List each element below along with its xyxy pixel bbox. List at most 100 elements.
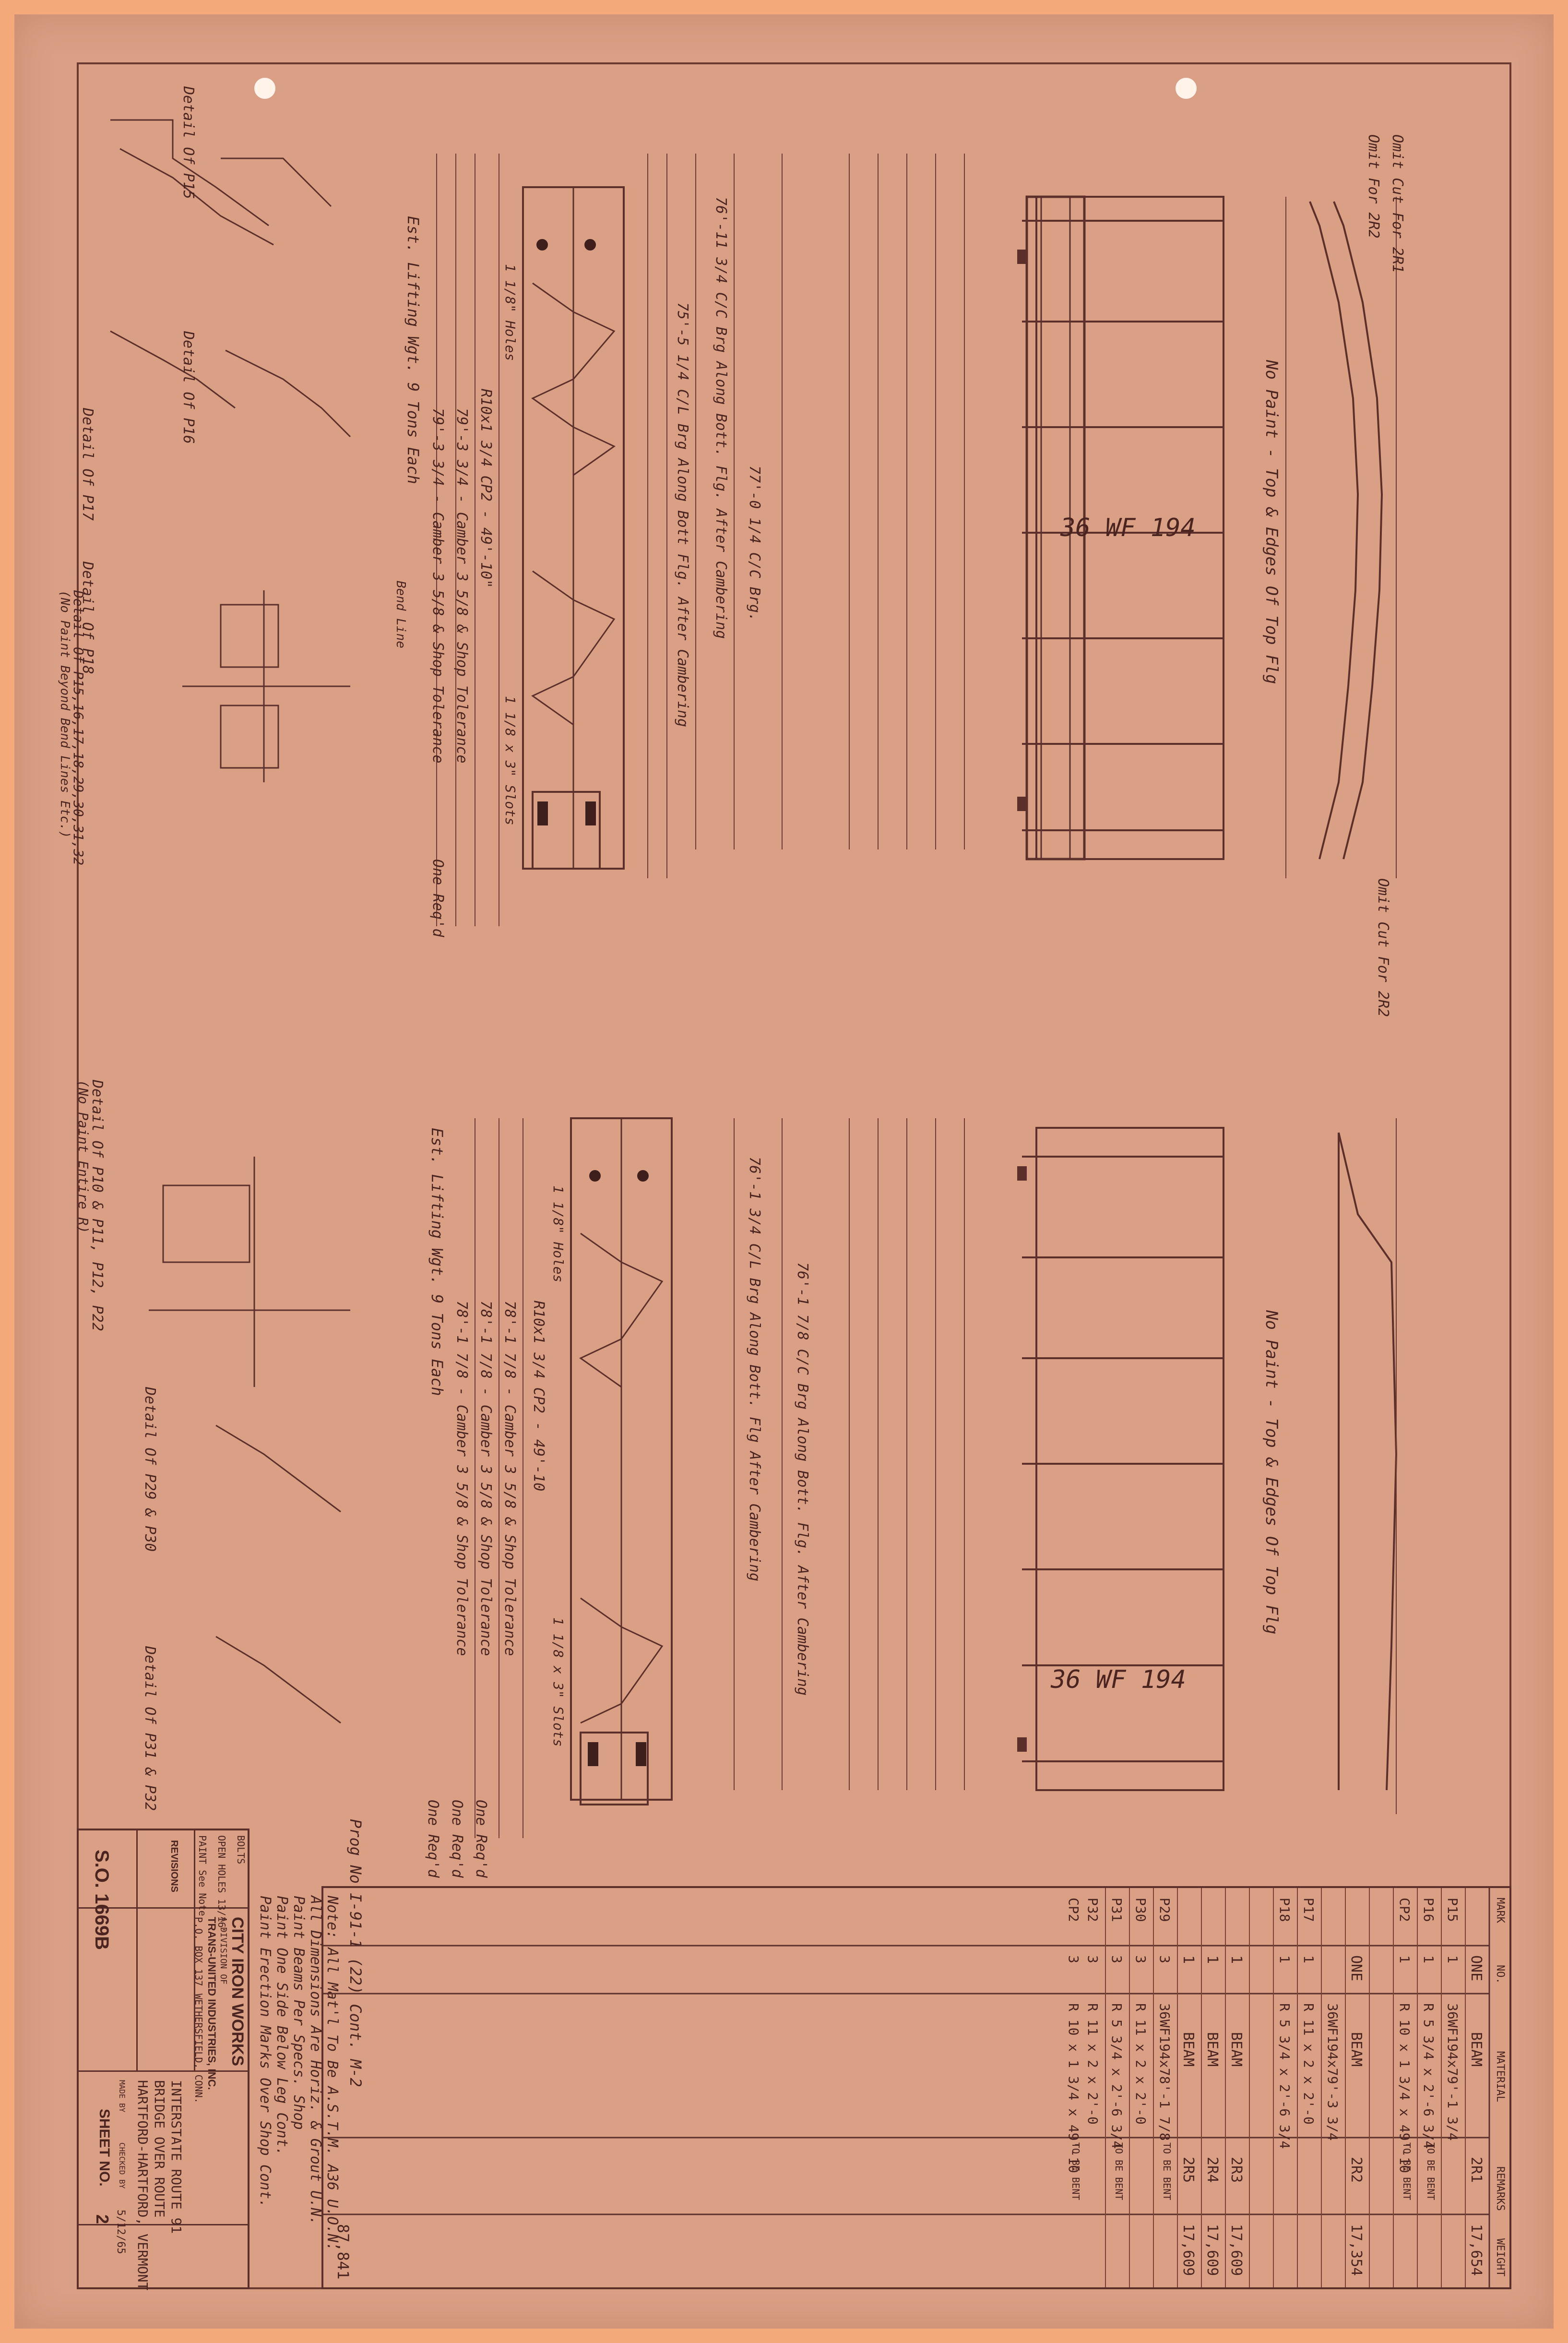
lower-paint-note: No Paint - Top & Edges Of Top Flg [1262,1310,1281,1635]
bom-row-16-no: 3 [1066,1955,1081,1963]
bom-row-14-no: 3 [1109,1955,1125,1963]
bom-row-6-material: 36WF194x79'-3 3/4 [1325,2003,1341,2141]
girder-drawing [110,119,1398,1838]
bom-row-11-no: 1 [1180,1955,1197,1964]
note-3: Paint Beams Per Specs. Shop [290,1896,307,2130]
paint-label: PAINT See Note [197,1835,208,1916]
upper-est-lift: Est. Lifting Wgt. 9 Tons Each [404,216,422,484]
bom-row-13-mark: P30 [1133,1898,1149,1922]
lower-bearing-note-2: 76'-1 3/4 C/L Brg Along Bott. Flg After … [746,1157,763,1582]
bom-row-10-weight: 17,609 [1204,2224,1221,2276]
punch-hole [1176,78,1197,99]
bom-row-15-no: 3 [1085,1955,1101,1963]
lower-one-reqd-2: One Req'd [449,1800,465,1878]
note-5: Paint Erection Marks Over Shop Cont. [257,1896,273,2208]
upper-camber-note-2: 79'-3 3/4 - Camber 3 5/8 & Shop Toleranc… [429,408,446,764]
bom-row-5-remarks: 2R2 [1348,2157,1365,2183]
upper-bearing-lower: 75'-5 1/4 C/L Brg Along Bott Flg. After … [674,302,691,728]
detail-p17: Detail Of P17 [79,408,96,521]
bom-row-7-no: 1 [1301,1955,1317,1963]
detail-no-paint: (No Paint Entire R) [75,1080,91,1234]
open-holes-label: OPEN HOLES 13/16" [216,1835,227,1934]
bom-total-weight: 87,841 [334,2224,352,2280]
bom-row-8-material: R 5 3/4 x 2'-6 3/4 [1277,2003,1293,2149]
bom-row-3-remarks: TO BE BENT [1425,2142,1437,2200]
lower-bearing-note: 76'-1 7/8 C/C Brg Along Bott. Flg. After… [794,1262,811,1696]
lower-slots: 1 1/8 x 3" Slots [550,1617,566,1747]
upper-one-reqd: One Req'd [429,859,446,937]
detail-r-bracket: (No Paint Beyond Bend Lines Etc.) [58,590,72,838]
bom-header-material: MATERIAL [1494,2051,1506,2102]
made-by-label: MADE BY [118,2080,127,2113]
title-block: CITY IRON WORKS A DIVISION OF TRANS-UNIT… [77,1829,249,2290]
bom-row-12-mark: P29 [1157,1898,1173,1922]
detail-p31-p32: Detail Of P31 & P32 [142,1646,158,1811]
bom-header-mark: MARK [1494,1898,1506,1923]
bom-row-1-remarks: 2R1 [1468,2157,1485,2183]
lower-camber-note-3: 78'-1 7/8 - Camber 3 5/8 & Shop Toleranc… [453,1301,470,1656]
detail-sketches [110,119,351,1724]
lower-one-reqd-3: One Req'd [425,1800,441,1878]
bom-row-4-no: 1 [1397,1955,1413,1963]
upper-omit-note: Omit Cut For 2R1 [1389,134,1406,273]
bom-row-8-no: 1 [1277,1955,1293,1963]
punch-hole [254,78,275,99]
company-city: WETHERSFIELD, CONN. [193,1994,204,2104]
bom-row-14-remarks: TO BE BENT [1113,2142,1125,2200]
upper-camber-bearing: 76'-11 3/4 C/C Brg Along Bott. Flg. Afte… [713,197,729,639]
bom-row-3-material: R 5 3/4 x 2'-6 3/4 [1421,2003,1437,2149]
bom-row-11-material: BEAM [1180,2032,1197,2067]
bom-row-7-material: R 11 x 2 x 2'-0 [1301,2003,1317,2125]
upper-section-label: 36 WF 194 [1060,514,1196,542]
bom-row-10-material: BEAM [1204,2032,1221,2067]
bom-row-3-mark: P16 [1421,1898,1437,1922]
bom-row-2-material: 36WF194x79'-1 3/4 [1445,2003,1461,2141]
upper-camber-note-1: 79'-3 3/4 - Camber 3 5/8 & Shop Toleranc… [453,408,470,764]
bom-row-1-no: ONE [1468,1955,1485,1982]
upper-holes: 1 1/8" Holes [502,264,518,361]
bom-row-4-remarks: TO BE BENT [1401,2142,1413,2200]
date-value: 5/12/65 [115,2210,127,2254]
bill-of-materials: MARK NO. MATERIAL REMARKS WEIGHT ONE BEA… [321,1886,1511,2289]
lower-holes: 1 1/8" Holes [550,1185,566,1283]
bom-row-12-remarks: TO BE BENT [1161,2142,1173,2200]
lower-one-reqd-1: One Req'd [473,1800,489,1878]
job-title-1: INTERSTATE ROUTE 91 [168,2080,184,2234]
company-name: CITY IRON WORKS [228,1917,247,2067]
detail-p29-p30: Detail Of P29 & P30 [142,1387,158,1552]
lower-section-label: 36 WF 194 [1051,1665,1186,1694]
bom-row-3-no: 1 [1421,1955,1437,1963]
job-title-2: BRIDGE OVER ROUTE [152,2080,167,2218]
bom-row-2-mark: P15 [1445,1898,1461,1922]
bom-row-9-no: 1 [1228,1955,1245,1964]
upper-slots: 1 1/8 x 3" Slots [502,696,518,825]
bom-row-14-mark: P31 [1109,1898,1125,1922]
company-parent: TRANS-UNITED INDUSTRIES, INC. [206,1917,218,2090]
bom-row-13-no: 3 [1133,1955,1149,1963]
detail-bend-line: Bend Line [393,581,408,648]
bom-header-no: NO. [1494,1965,1506,1984]
upper-omit-bottom: Omit Cut For 2R2 [1375,878,1391,1017]
revisions-label: REVISIONS [169,1840,179,1892]
checked-by-label: CHECKED BY [118,2142,127,2189]
bom-row-1-weight: 17,654 [1468,2224,1485,2276]
bom-row-5-material: BEAM [1348,2032,1365,2067]
bom-row-11-remarks: 2R5 [1180,2157,1197,2183]
bom-row-7-mark: P17 [1301,1898,1317,1922]
bom-row-12-no: 3 [1157,1955,1173,1963]
lower-girder-elevation [475,1117,1398,1838]
bom-row-14-material: R 5 3/4 x 2'-6 3/4 [1109,2003,1125,2149]
sheet-number-label: SHEET NO. [96,2109,112,2187]
bom-row-15-mark: P32 [1085,1898,1101,1922]
bom-header-remarks: REMARKS [1494,2166,1506,2211]
company-address: P.O. BOX 137 [193,1917,204,1986]
bom-row-15-material: R 11 x 2 x 2'-0 [1085,2003,1101,2125]
upper-plate-cp2: R10x1 3/4 CP2 - 49'-10" [477,389,494,588]
bom-row-9-remarks: 2R3 [1228,2157,1245,2183]
lower-camber-note-2: 78'-1 7/8 - Camber 3 5/8 & Shop Toleranc… [477,1301,494,1656]
upper-omit-note-2: Omit For 2R2 [1365,134,1382,239]
bom-header-weight: WEIGHT [1494,2238,1506,2277]
detail-p10-p22: Detail Of P10 & P11, P12, P22 [89,1080,106,1331]
bom-row-12-material: 36WF194x78'-1 7/8 [1157,2003,1173,2141]
bom-row-16-remarks: TO BE BENT [1070,2142,1081,2200]
